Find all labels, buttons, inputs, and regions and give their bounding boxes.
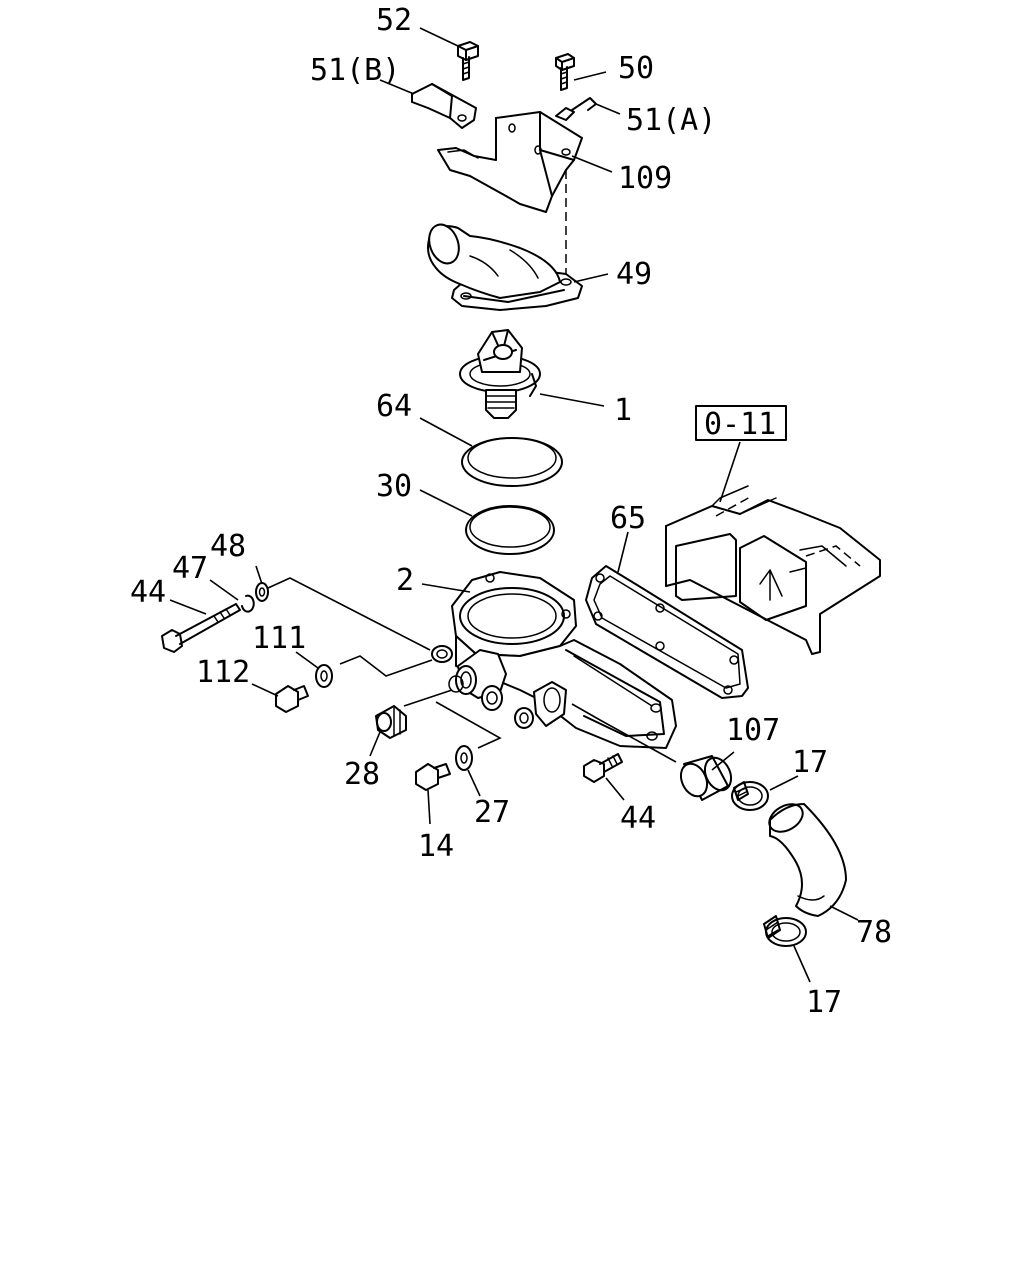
label-30: 30 <box>376 469 412 504</box>
label-1: 1 <box>614 393 632 428</box>
label-2: 2 <box>396 563 414 598</box>
reference-box-0-11 <box>695 405 787 441</box>
label-50: 50 <box>618 51 654 86</box>
label-14: 14 <box>418 829 454 864</box>
label-44-short: 44 <box>620 801 656 836</box>
hose-clamp-17-lower[interactable] <box>763 915 807 947</box>
label-64: 64 <box>376 389 412 424</box>
washer-27[interactable] <box>455 745 473 771</box>
plug-bolt-14[interactable] <box>415 763 451 791</box>
bracket-51b[interactable] <box>411 83 477 129</box>
label-51a: 51(A) <box>626 103 716 138</box>
bracket-109[interactable] <box>437 111 583 213</box>
label-44-long: 44 <box>130 575 166 610</box>
thermostat-housing-2[interactable] <box>431 571 677 749</box>
label-17-upper: 17 <box>792 745 828 780</box>
plug-bolt-112[interactable] <box>275 685 309 713</box>
label-107: 107 <box>726 713 780 748</box>
label-28: 28 <box>344 757 380 792</box>
label-48: 48 <box>210 529 246 564</box>
lock-washer-47[interactable] <box>241 594 255 613</box>
gasket-65[interactable] <box>585 565 749 699</box>
hose-clamp-17-upper[interactable] <box>731 781 769 811</box>
label-109: 109 <box>618 161 672 196</box>
label-27: 27 <box>474 795 510 830</box>
label-49: 49 <box>616 257 652 292</box>
label-111: 111 <box>252 621 306 656</box>
gasket-64[interactable] <box>461 437 563 487</box>
label-52: 52 <box>376 3 412 38</box>
phantom-line-27 <box>435 701 502 749</box>
thermostat-cover-49[interactable] <box>424 220 583 311</box>
hose-78[interactable] <box>764 799 847 917</box>
long-bolt-44[interactable] <box>161 603 241 653</box>
o-ring-30[interactable] <box>465 505 555 555</box>
label-65: 65 <box>610 501 646 536</box>
phantom-line-48 <box>267 577 431 651</box>
washer-111[interactable] <box>315 664 333 688</box>
phantom-line-111 <box>339 655 433 677</box>
bolt-52[interactable] <box>457 41 479 81</box>
label-47: 47 <box>172 551 208 586</box>
bolt-50[interactable] <box>555 53 575 91</box>
label-0-11: 0-11 <box>704 407 776 442</box>
leader-lines <box>169 27 859 983</box>
phantom-line-107 <box>571 703 677 763</box>
plug-28[interactable] <box>375 705 407 739</box>
short-bolt-44[interactable] <box>583 753 623 783</box>
clip-51a[interactable] <box>555 97 597 121</box>
thermostat-1[interactable] <box>459 329 541 419</box>
washer-48[interactable] <box>255 582 269 602</box>
pipe-107[interactable] <box>676 754 736 801</box>
label-112: 112 <box>196 655 250 690</box>
phantom-line-28 <box>403 689 453 707</box>
label-78: 78 <box>856 915 892 950</box>
cylinder-head-0-11[interactable] <box>665 485 881 655</box>
label-17-lower: 17 <box>806 985 842 1020</box>
label-51b: 51(B) <box>310 53 400 88</box>
